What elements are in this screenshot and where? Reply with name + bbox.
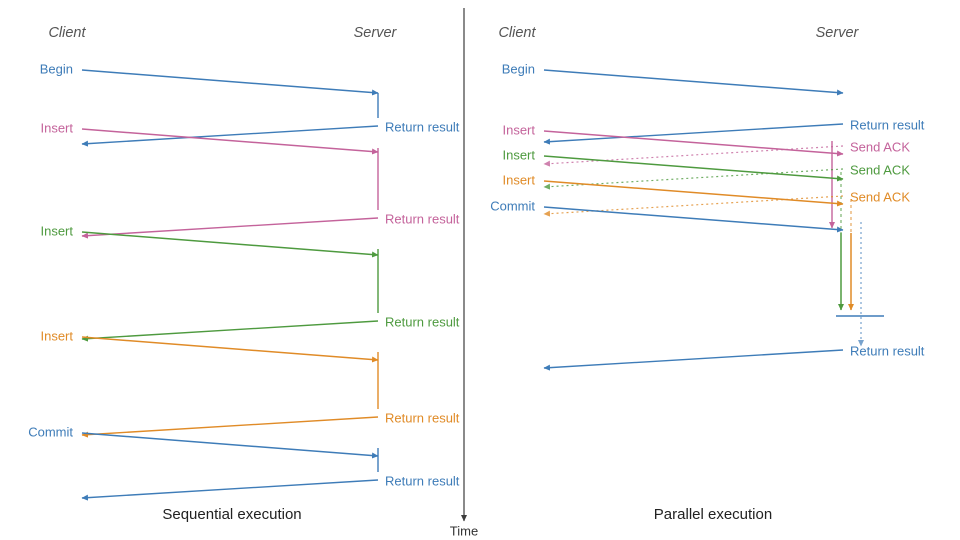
- message-arrow-green-5: [81, 320, 379, 342]
- actor-label-server: Server: [816, 25, 860, 41]
- message-label-insert: Insert: [502, 147, 535, 162]
- message-arrow-orange-6: [543, 180, 844, 207]
- message-label-insert: Insert: [40, 120, 73, 135]
- message-label-send-ack: Send ACK: [850, 162, 910, 177]
- message-arrow-blue-0: [81, 69, 379, 96]
- message-arrow-orange-7: [81, 416, 379, 438]
- message-label-insert: Insert: [40, 223, 73, 238]
- message-label-return-result: Return result: [850, 117, 925, 132]
- message-arrow-orange-6: [81, 336, 379, 363]
- message-arrow-orange-7: [543, 195, 844, 217]
- message-arrow-pink-3: [543, 145, 844, 167]
- message-label-send-ack: Send ACK: [850, 189, 910, 204]
- message-arrow-pink-2: [81, 128, 379, 155]
- message-label-send-ack: Send ACK: [850, 139, 910, 154]
- message-arrow-blue-1: [543, 123, 844, 145]
- message-label-commit: Commit: [28, 424, 73, 439]
- message-arrow-blue-8: [543, 206, 844, 233]
- message-arrow-blue-0: [543, 69, 844, 96]
- actor-label-server: Server: [354, 25, 398, 41]
- message-label-return-result: Return result: [385, 473, 460, 488]
- time-axis-layer: Time: [450, 8, 478, 538]
- panel-caption: Sequential execution: [162, 506, 301, 523]
- message-label-commit: Commit: [490, 198, 535, 213]
- message-arrow-green-4: [81, 231, 379, 258]
- message-label-return-result: Return result: [385, 119, 460, 134]
- message-label-return-result: Return result: [850, 343, 925, 358]
- actor-label-client: Client: [498, 25, 536, 41]
- message-label-insert: Insert: [502, 122, 535, 137]
- message-label-return-result: Return result: [385, 314, 460, 329]
- message-arrow-blue-9: [81, 479, 379, 501]
- message-arrow-blue-1: [81, 125, 379, 147]
- message-label-return-result: Return result: [385, 211, 460, 226]
- message-label-begin: Begin: [40, 61, 73, 76]
- message-label-insert: Insert: [502, 172, 535, 187]
- message-arrow-blue-9: [543, 349, 844, 371]
- message-arrow-pink-2: [543, 130, 844, 157]
- message-label-begin: Begin: [502, 61, 535, 76]
- message-label-insert: Insert: [40, 328, 73, 343]
- actor-label-client: Client: [48, 25, 86, 41]
- message-arrow-blue-8: [81, 432, 379, 459]
- message-arrow-green-4: [543, 155, 844, 182]
- time-axis-label: Time: [450, 523, 478, 538]
- message-label-return-result: Return result: [385, 410, 460, 425]
- message-arrow-pink-3: [81, 217, 379, 239]
- panel-caption: Parallel execution: [654, 506, 772, 523]
